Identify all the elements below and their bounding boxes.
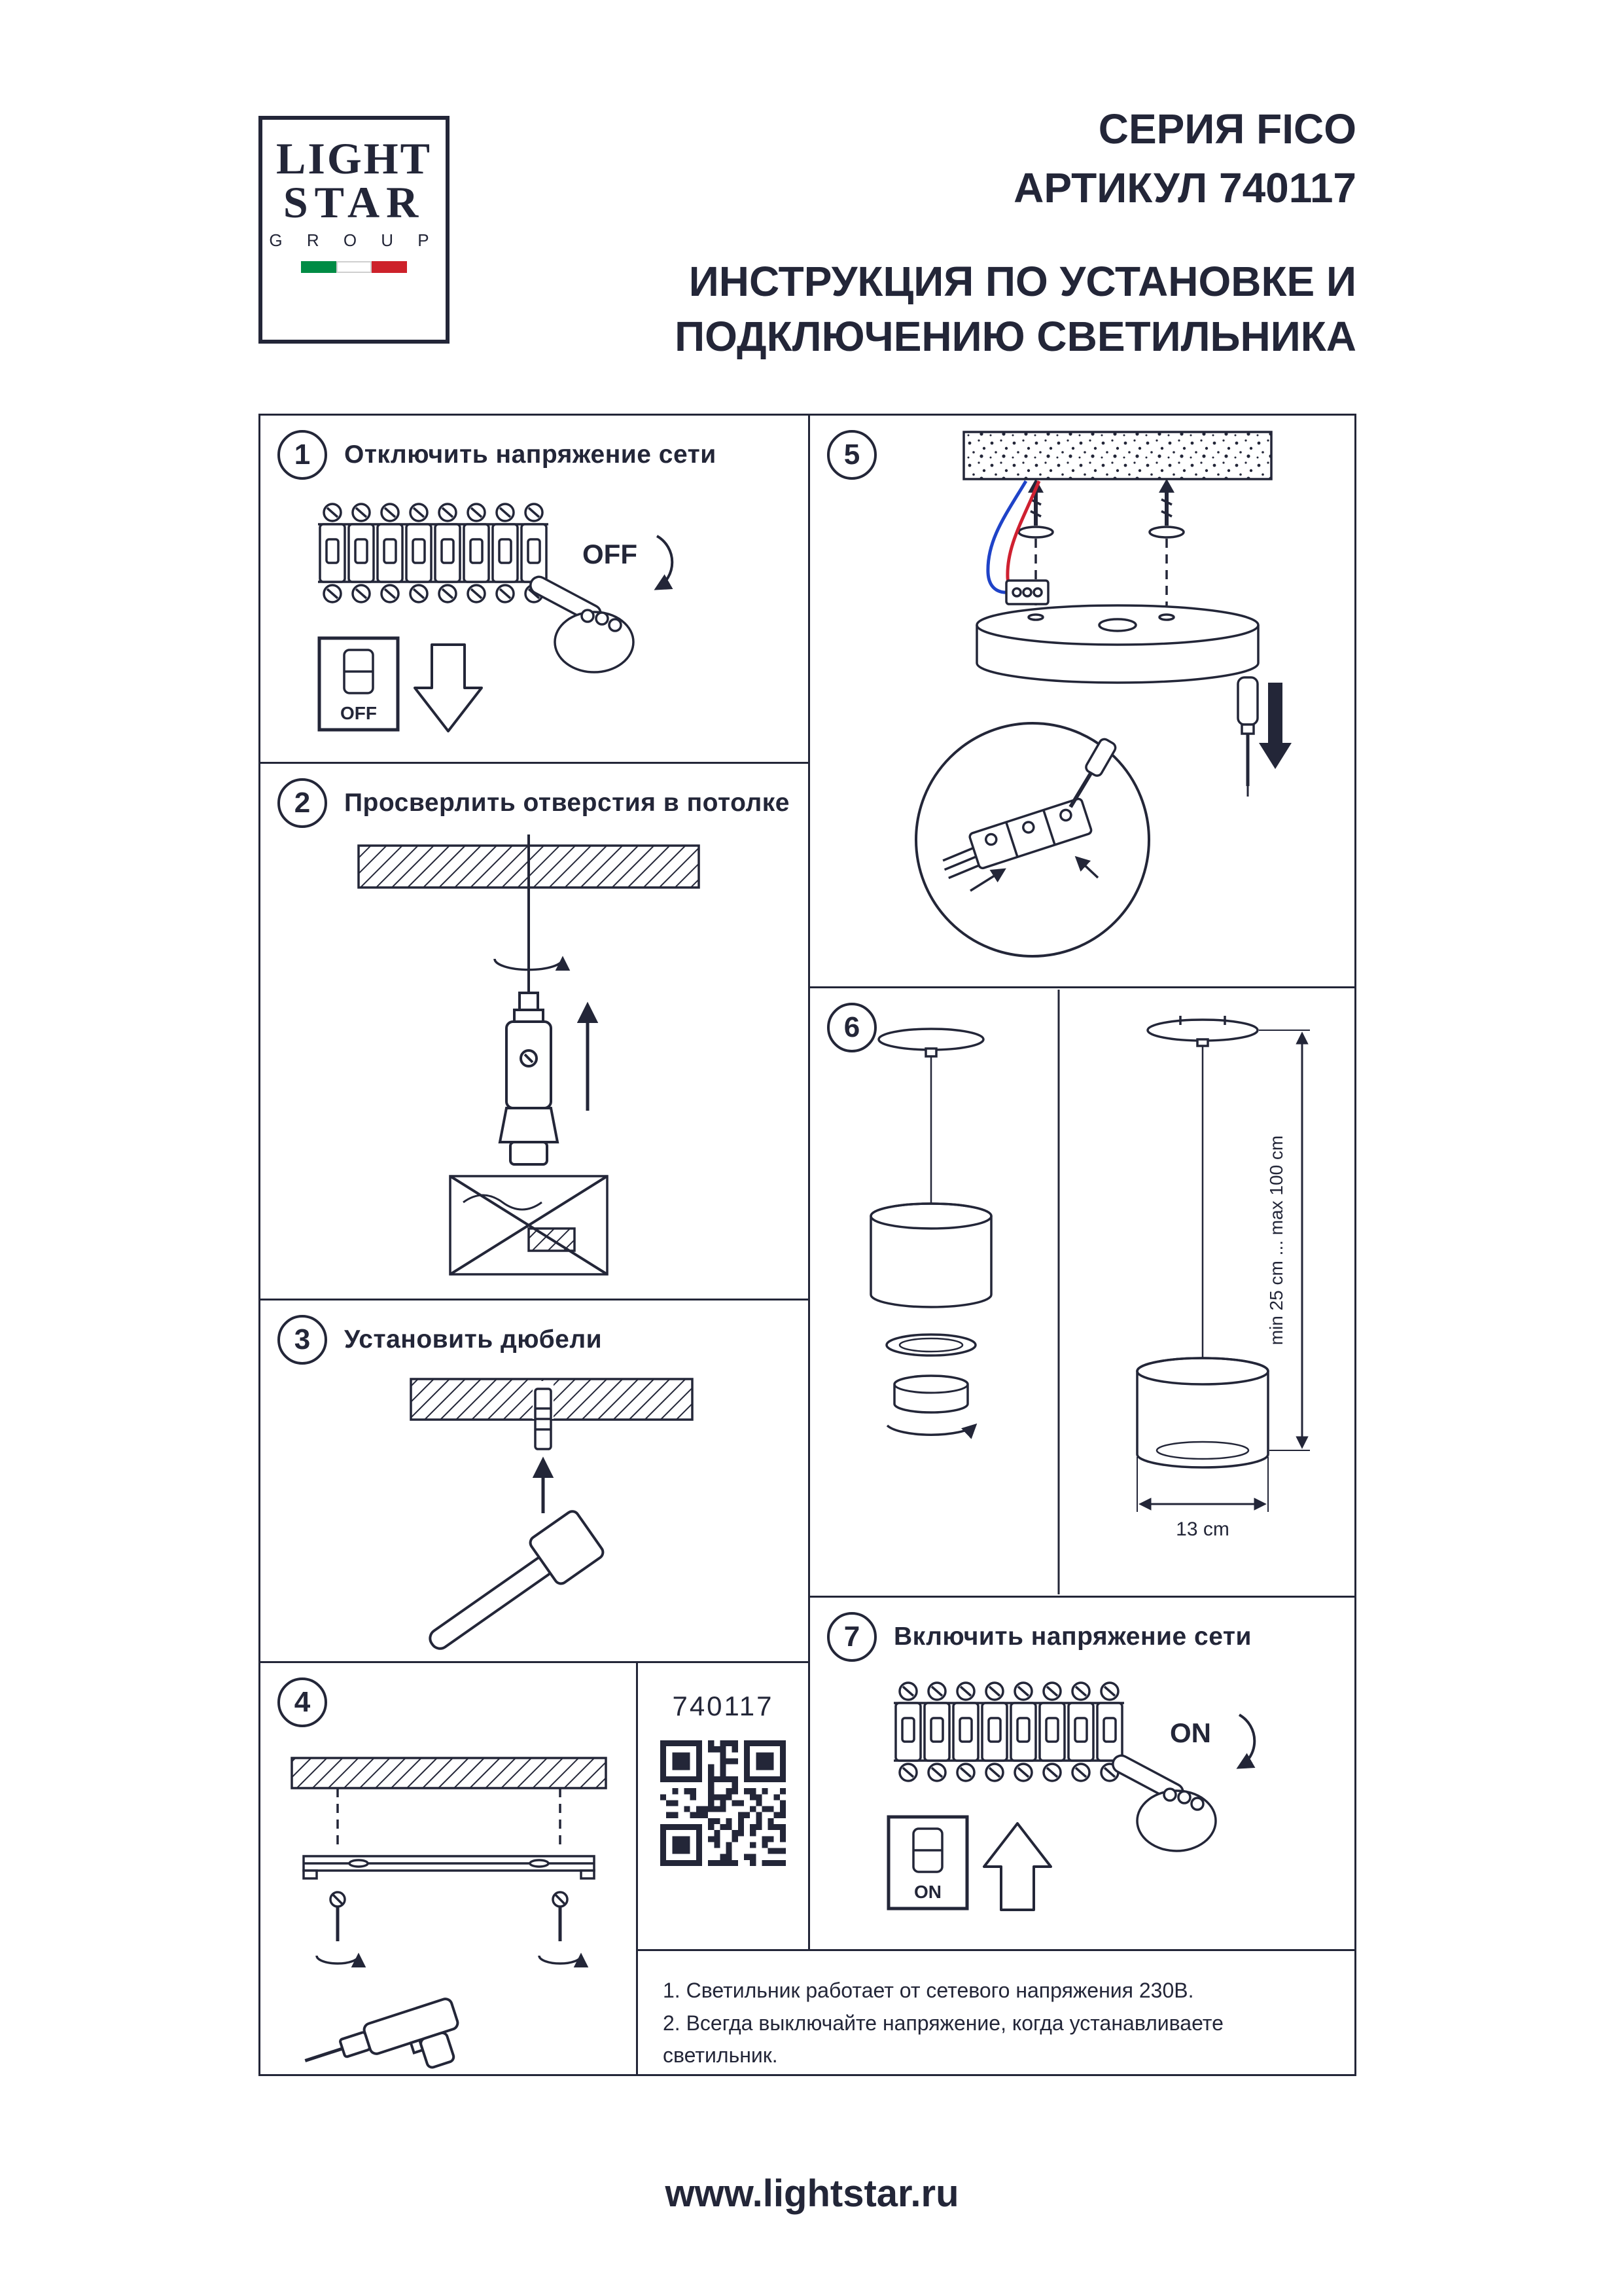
- pendant-assembled-view: [1136, 1016, 1269, 1469]
- step-box-4: 4: [258, 1661, 638, 2076]
- step-badge-7: 7: [827, 1612, 877, 1662]
- breaker-strip-icon: [318, 503, 674, 603]
- step-box-1: 1 Отключить напряжение сети OFF OFF: [258, 414, 810, 764]
- notes-box: 1. Светильник работает от сетевого напря…: [636, 1949, 1356, 2076]
- step1-illustration: OFF OFF: [260, 481, 808, 762]
- qr-code: [660, 1740, 786, 1866]
- anchor-screw-icon: [1148, 478, 1185, 605]
- step-badge-4: 4: [277, 1677, 327, 1727]
- rotate-arrow-icon: [1236, 1713, 1256, 1769]
- ceiling-slab: [962, 431, 1273, 480]
- instruction-title-line1: ИНСТРУКЦИЯ ПО УСТАНОВКЕ И: [688, 258, 1356, 305]
- step4-illustration: [260, 1745, 636, 2074]
- pendant-exploded-view: [870, 1028, 993, 1439]
- dimension-lines: [1137, 1030, 1310, 1512]
- lightstar-logo: LIGHT STAR G R O U P: [258, 116, 450, 344]
- step6-illustration: min 25 cm ... max 100 cm 13 cm: [810, 988, 1354, 1596]
- rotate-arrow-icon: [886, 1423, 978, 1439]
- instruction-title: ИНСТРУКЦИЯ ПО УСТАНОВКЕ И ПОДКЛЮЧЕНИЮ СВ…: [675, 254, 1356, 365]
- italian-flag-icon: [262, 261, 446, 274]
- off-label: OFF: [582, 539, 637, 569]
- big-up-arrow-icon: [983, 1822, 1052, 1911]
- mounting-bracket-icon: [302, 1855, 595, 1880]
- hand-icon: [1108, 1751, 1217, 1852]
- step-box-6: 6: [808, 986, 1356, 1598]
- logo-group: G R O U P: [269, 230, 439, 251]
- horizontal-dimension-label: 13 cm: [1176, 1518, 1229, 1540]
- step-label-7: Включить напряжение сети: [894, 1623, 1252, 1651]
- screwdriver-icon: [1237, 676, 1259, 797]
- step-badge-3: 3: [277, 1315, 327, 1365]
- screw-icon: [315, 1891, 366, 1968]
- ceiling-hatch: [291, 1757, 607, 1789]
- electric-screwdriver-icon: [304, 1998, 459, 2069]
- breaker-strip-icon: [894, 1681, 1256, 1782]
- big-down-arrow-icon: [414, 643, 483, 732]
- step-box-5: 5: [808, 414, 1356, 988]
- logo-light: LIGHT: [276, 134, 432, 183]
- footer-website: www.lightstar.ru: [665, 2172, 959, 2215]
- series-title: СЕРИЯ FICO: [1098, 105, 1356, 152]
- step-box-3: 3 Установить дюбели: [258, 1299, 810, 1663]
- article-title: АРТИКУЛ 740117: [1014, 164, 1356, 211]
- step5-illustration: [810, 416, 1354, 986]
- qr-article-number: 740117: [672, 1691, 774, 1721]
- step7-illustration: ON ON: [810, 1660, 1354, 1949]
- step-badge-1: 1: [277, 430, 327, 480]
- step-label-2: Просверлить отверстия в потолке: [344, 789, 790, 817]
- drill-icon: [498, 992, 559, 1166]
- rotate-arrow-icon: [493, 956, 571, 971]
- switch-on-label: ON: [914, 1882, 942, 1902]
- step2-illustration: [260, 829, 808, 1297]
- hammer-icon: [429, 1510, 605, 1650]
- logo-star: STAR: [283, 177, 425, 227]
- no-drill-zone-icon: [449, 1175, 609, 1276]
- qr-box: 740117: [636, 1661, 810, 1951]
- header-titles: СЕРИЯ FICO АРТИКУЛ 740117 ИНСТРУКЦИЯ ПО …: [675, 105, 1356, 365]
- step-label-3: Установить дюбели: [344, 1325, 603, 1354]
- down-arrow-icon: [1259, 683, 1292, 769]
- on-label: ON: [1170, 1717, 1211, 1748]
- blue-wire: [986, 480, 1028, 594]
- dowel-icon: [534, 1388, 552, 1450]
- hand-icon: [526, 573, 635, 673]
- step-badge-5: 5: [827, 430, 877, 480]
- terminal-block-icon: [1005, 579, 1050, 605]
- rotate-arrow-icon: [654, 535, 674, 590]
- switch-off-label: OFF: [340, 703, 377, 723]
- step3-illustration: [260, 1363, 808, 1661]
- step-badge-6: 6: [827, 1003, 877, 1052]
- wiring-detail-magnifier: [915, 722, 1150, 958]
- wall-switch-on-icon: [887, 1815, 969, 1910]
- step-box-7: 7 Включить напряжение сети ON ON: [808, 1596, 1356, 1951]
- note-line-1: 1. Светильник работает от сетевого напря…: [663, 1979, 1194, 2002]
- vertical-dimension-label: min 25 cm ... max 100 cm: [1266, 1136, 1286, 1346]
- step-box-2: 2 Просверлить отверстия в потолке: [258, 762, 810, 1300]
- note-line-2: 2. Всегда выключайте напряжение, когда у…: [663, 2011, 1224, 2068]
- instruction-title-line2: ПОДКЛЮЧЕНИЮ СВЕТИЛЬНИКА: [675, 313, 1356, 361]
- mounting-base-icon: [976, 604, 1260, 684]
- step-badge-2: 2: [277, 778, 327, 828]
- screw-icon: [538, 1891, 589, 1968]
- step-label-1: Отключить напряжение сети: [344, 440, 716, 469]
- wall-switch-off-icon: [317, 636, 400, 732]
